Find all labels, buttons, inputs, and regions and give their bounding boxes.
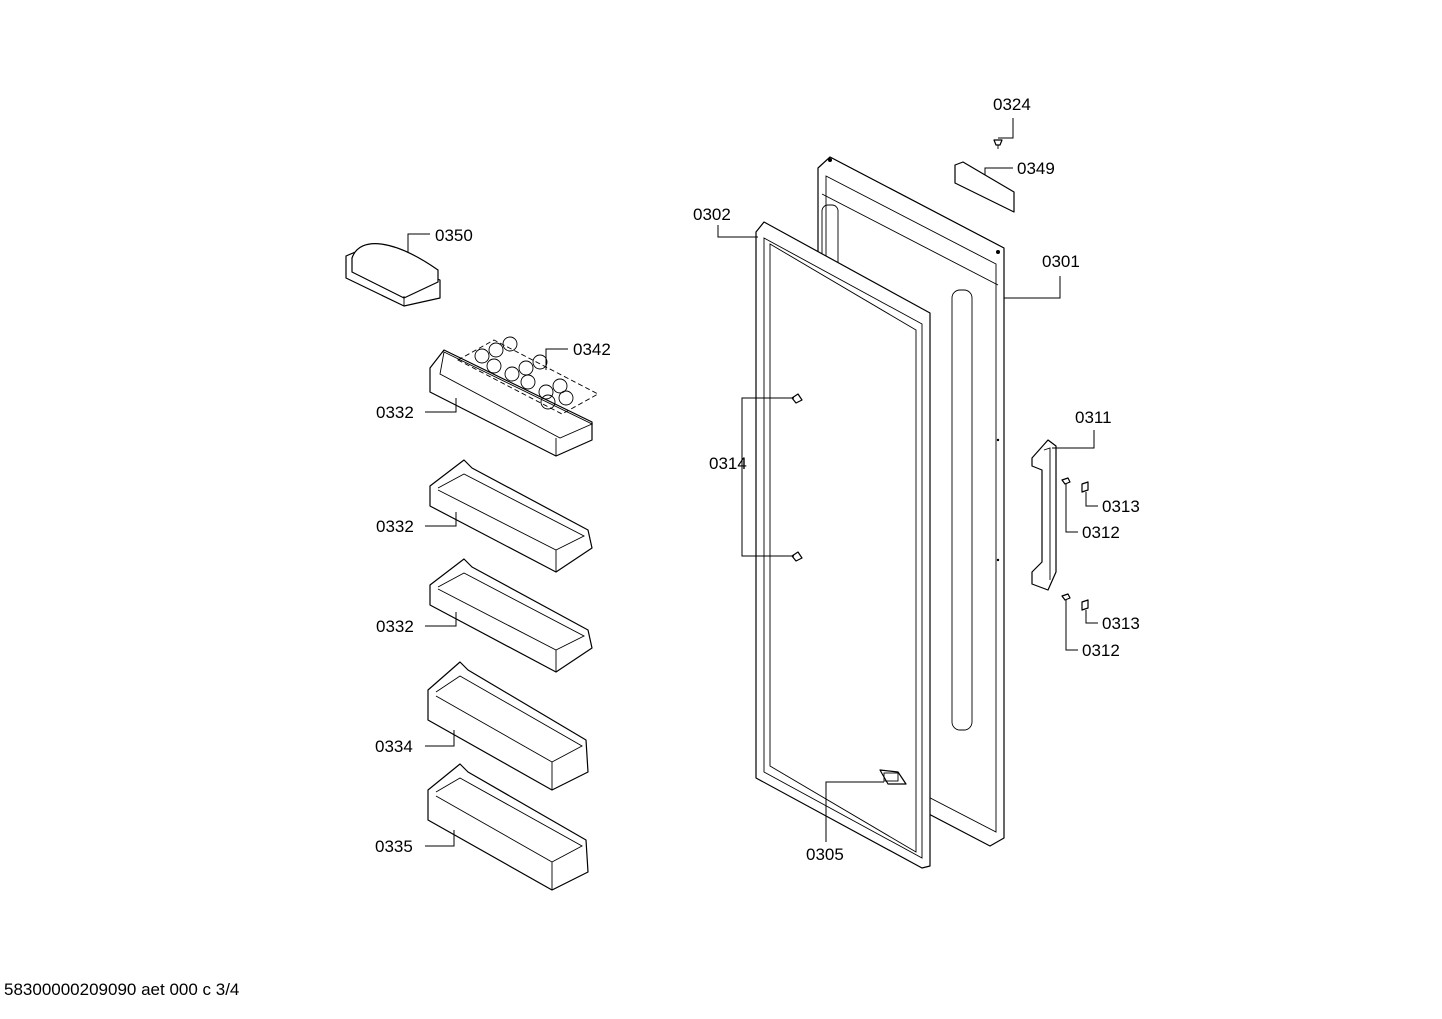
door-gasket-part [755, 221, 931, 869]
part-label-0332: 0332 [376, 517, 414, 536]
door-shelf-tall-part [427, 661, 589, 791]
part-label-0314: 0314 [709, 454, 747, 473]
part-label-0335: 0335 [375, 837, 413, 856]
butter-box-part [345, 243, 441, 307]
handle-screw-cap-part [1061, 477, 1089, 611]
part-label-0332: 0332 [376, 403, 414, 422]
part-label-0305: 0305 [806, 845, 844, 864]
part-label-0312: 0312 [1082, 641, 1120, 660]
part-label-0312: 0312 [1082, 523, 1120, 542]
label-plate-part [954, 161, 1015, 213]
screw-part [791, 393, 803, 562]
door-shelf-part [429, 558, 593, 673]
part-label-0334: 0334 [375, 737, 413, 756]
part-label-0302: 0302 [693, 205, 731, 224]
part-label-0349: 0349 [1017, 159, 1055, 178]
handle-part [1031, 439, 1057, 591]
part-label-0332: 0332 [376, 617, 414, 636]
part-label-0342: 0342 [573, 340, 611, 359]
door-shelf-part [429, 459, 593, 573]
door-shelf-tall-part [427, 763, 589, 891]
part-label-0324: 0324 [993, 95, 1031, 114]
part-label-0313: 0313 [1102, 497, 1140, 516]
part-label-0301: 0301 [1042, 252, 1080, 271]
egg-tray-part [457, 336, 599, 415]
part-label-0311: 0311 [1075, 408, 1112, 427]
part-label-0350: 0350 [435, 226, 473, 245]
screw-0324-part [993, 139, 1003, 149]
document-code: 58300000209090 aet 000 c 3/4 [4, 980, 240, 999]
leader-lines [407, 118, 1098, 847]
part-label-0313: 0313 [1102, 614, 1140, 633]
hinge-block-part [879, 769, 907, 785]
egg-shelf-part [429, 349, 594, 457]
